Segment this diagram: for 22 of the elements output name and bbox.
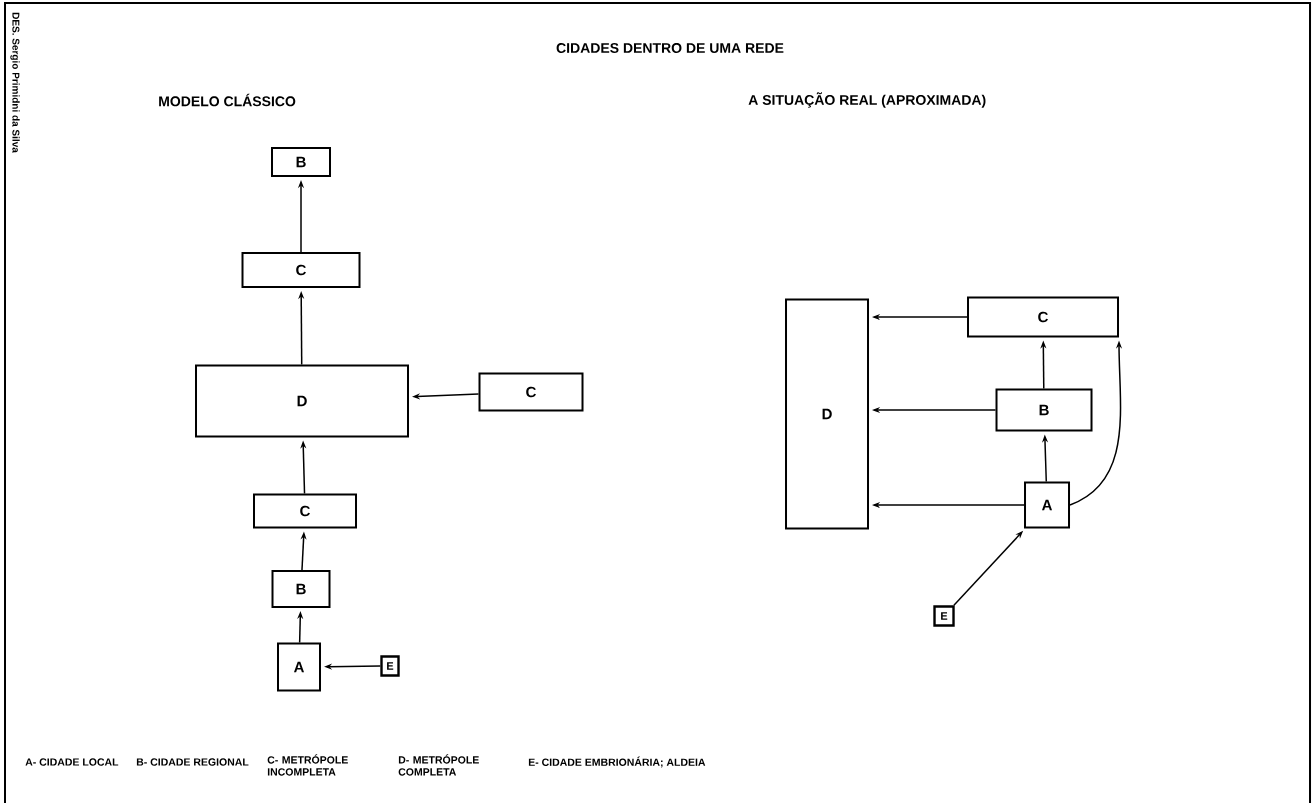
title: CIDADES DENTRO DE UMA REDE (556, 43, 784, 53)
legend-text: E- CIDADE EMBRIONÁRIA; ALDEIA (528, 756, 706, 768)
box: A (1024, 481, 1070, 529)
box: D (785, 298, 869, 530)
box: C (253, 493, 357, 529)
box: C (967, 296, 1119, 338)
box: C (478, 372, 584, 412)
box: B (271, 570, 331, 608)
section-heading: MODELO CLÁSSICO (159, 93, 296, 107)
section-heading: A SITUAÇÃO REAL (APROXIMADA) (748, 92, 986, 108)
box: C (241, 252, 361, 288)
legend-text: C- METRÓPOLE INCOMPLETA (267, 754, 348, 776)
credit-text: DES. Sergio Primidni da Silva (10, 12, 20, 153)
box: E (380, 655, 400, 677)
box: B (271, 147, 331, 177)
box: D (195, 364, 409, 438)
box: A (277, 642, 321, 692)
legend-text: A- CIDADE LOCAL (25, 758, 119, 766)
legend-text: B- CIDADE REGIONAL (136, 758, 249, 766)
box: E (933, 605, 955, 627)
box: B (995, 388, 1093, 432)
legend-text: D- METRÓPOLE COMPLETA (398, 754, 479, 776)
